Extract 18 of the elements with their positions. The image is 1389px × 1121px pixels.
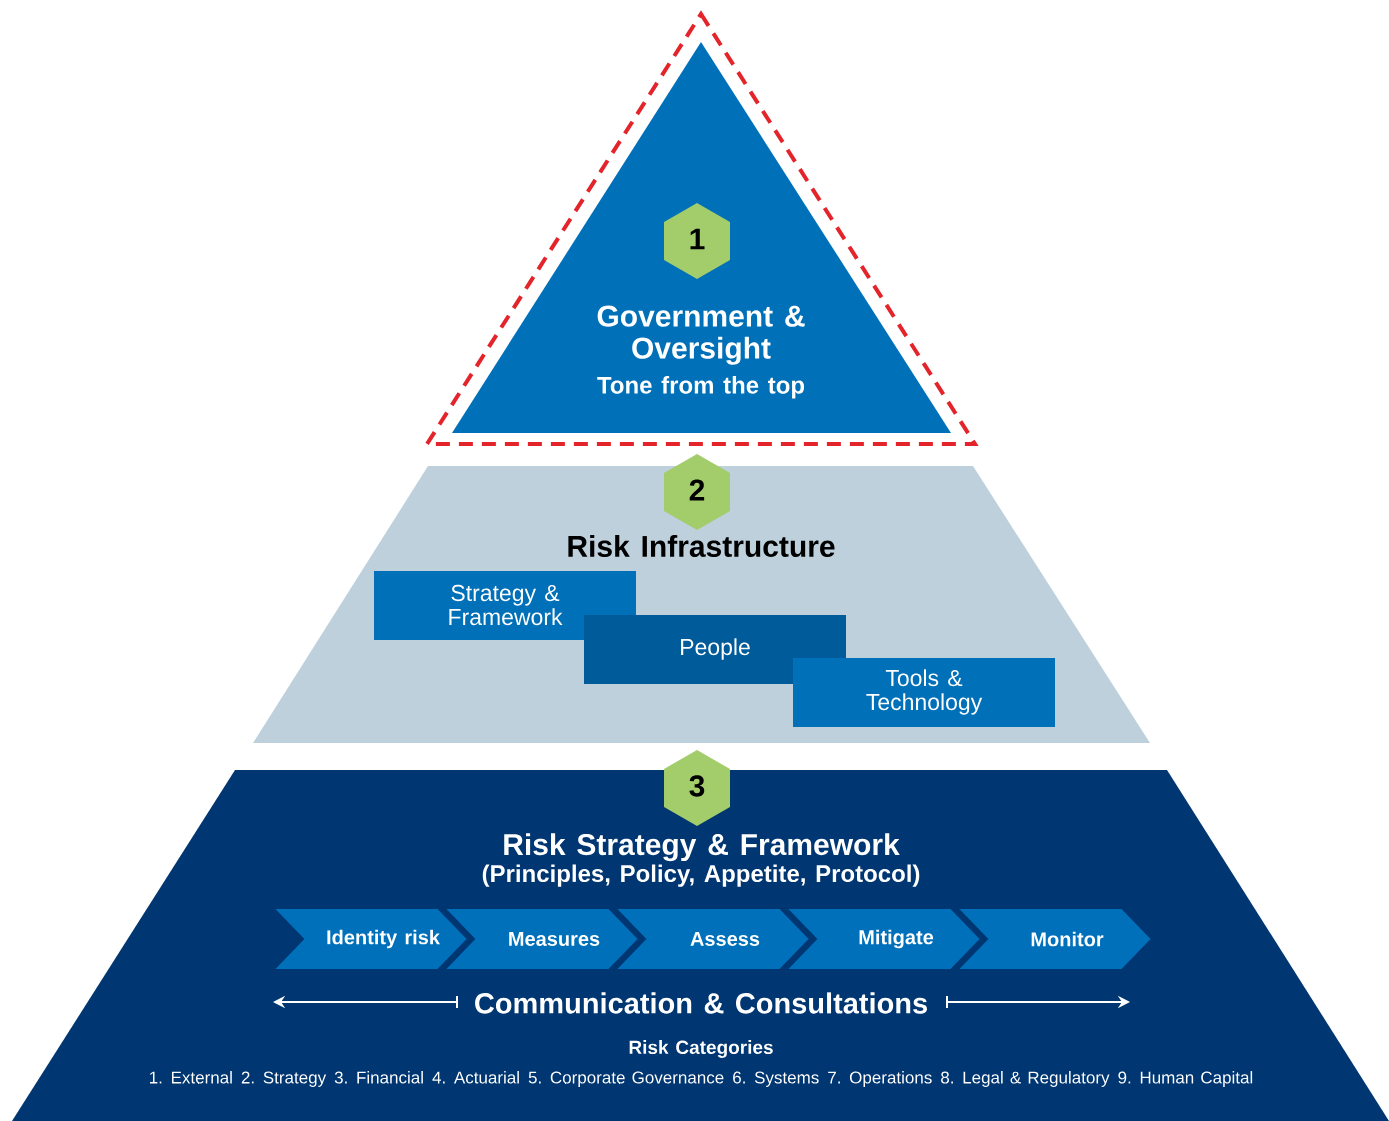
- hexagon-badge: 3: [664, 750, 730, 826]
- label: 9. Human Capital: [1118, 1071, 1253, 1087]
- hexagon-badge: 2: [664, 454, 730, 530]
- label: 1. External: [150, 1071, 232, 1084]
- label: 6. Systems: [733, 1071, 819, 1087]
- component-box: Strategy & Framework: [374, 571, 636, 640]
- category-list: 1. External 2. Strategy 3. Financial 4. Actuarial 5. Corporate Governance 6. Systems 7. Operations 8. Legal & Regulatory 9. Human Capital: [150, 1071, 1253, 1087]
- label: 2. Strategy: [241, 1071, 327, 1087]
- label: 8. Legal & Regulatory: [941, 1071, 1110, 1087]
- label: 5. Corporate Governance: [528, 1071, 724, 1087]
- hexagon-badge: 1: [664, 203, 730, 279]
- label: 7. Operations: [828, 1071, 932, 1087]
- label: 4. Actuarial: [432, 1071, 519, 1084]
- banner-text: Communication & Consultations: [475, 992, 927, 1014]
- heading: Risk Categories: [629, 1040, 773, 1058]
- label: 3. Financial: [334, 1071, 423, 1084]
- component-box: Tools & Technology: [793, 658, 1055, 727]
- component-box: People: [584, 615, 846, 684]
